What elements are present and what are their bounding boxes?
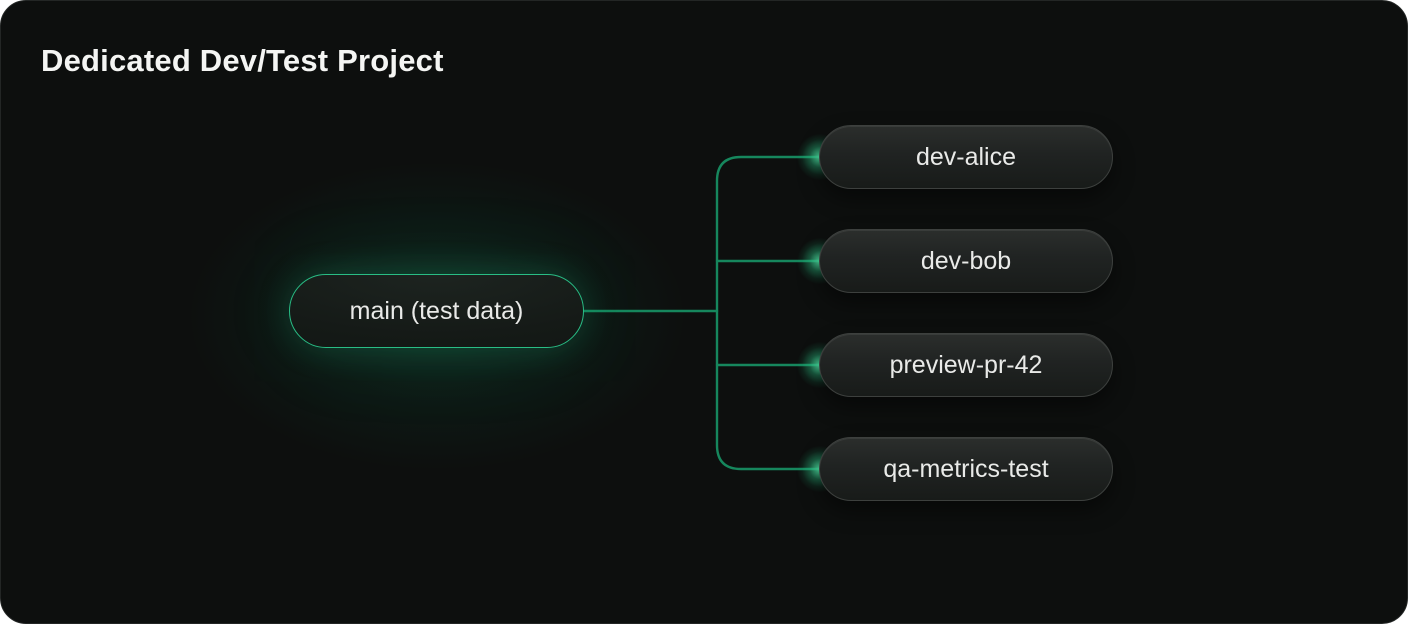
page-title: Dedicated Dev/Test Project xyxy=(41,43,444,78)
node-preview-pr-42: preview-pr-42 xyxy=(819,333,1113,397)
node-dev-alice-label: dev-alice xyxy=(915,142,1017,171)
node-dev-alice: dev-alice xyxy=(819,125,1113,189)
connector-trunk-to-dev-alice xyxy=(715,155,821,313)
node-preview-pr-42-label: preview-pr-42 xyxy=(889,350,1043,379)
node-dev-bob-label: dev-bob xyxy=(920,246,1012,275)
node-main-label: main (test data) xyxy=(349,296,524,325)
connector-trunk-to-qa-metrics-test xyxy=(715,309,821,471)
node-main: main (test data) xyxy=(289,274,584,348)
node-dev-bob: dev-bob xyxy=(819,229,1113,293)
node-qa-metrics-test: qa-metrics-test xyxy=(819,437,1113,501)
node-qa-metrics-test-label: qa-metrics-test xyxy=(883,454,1049,483)
